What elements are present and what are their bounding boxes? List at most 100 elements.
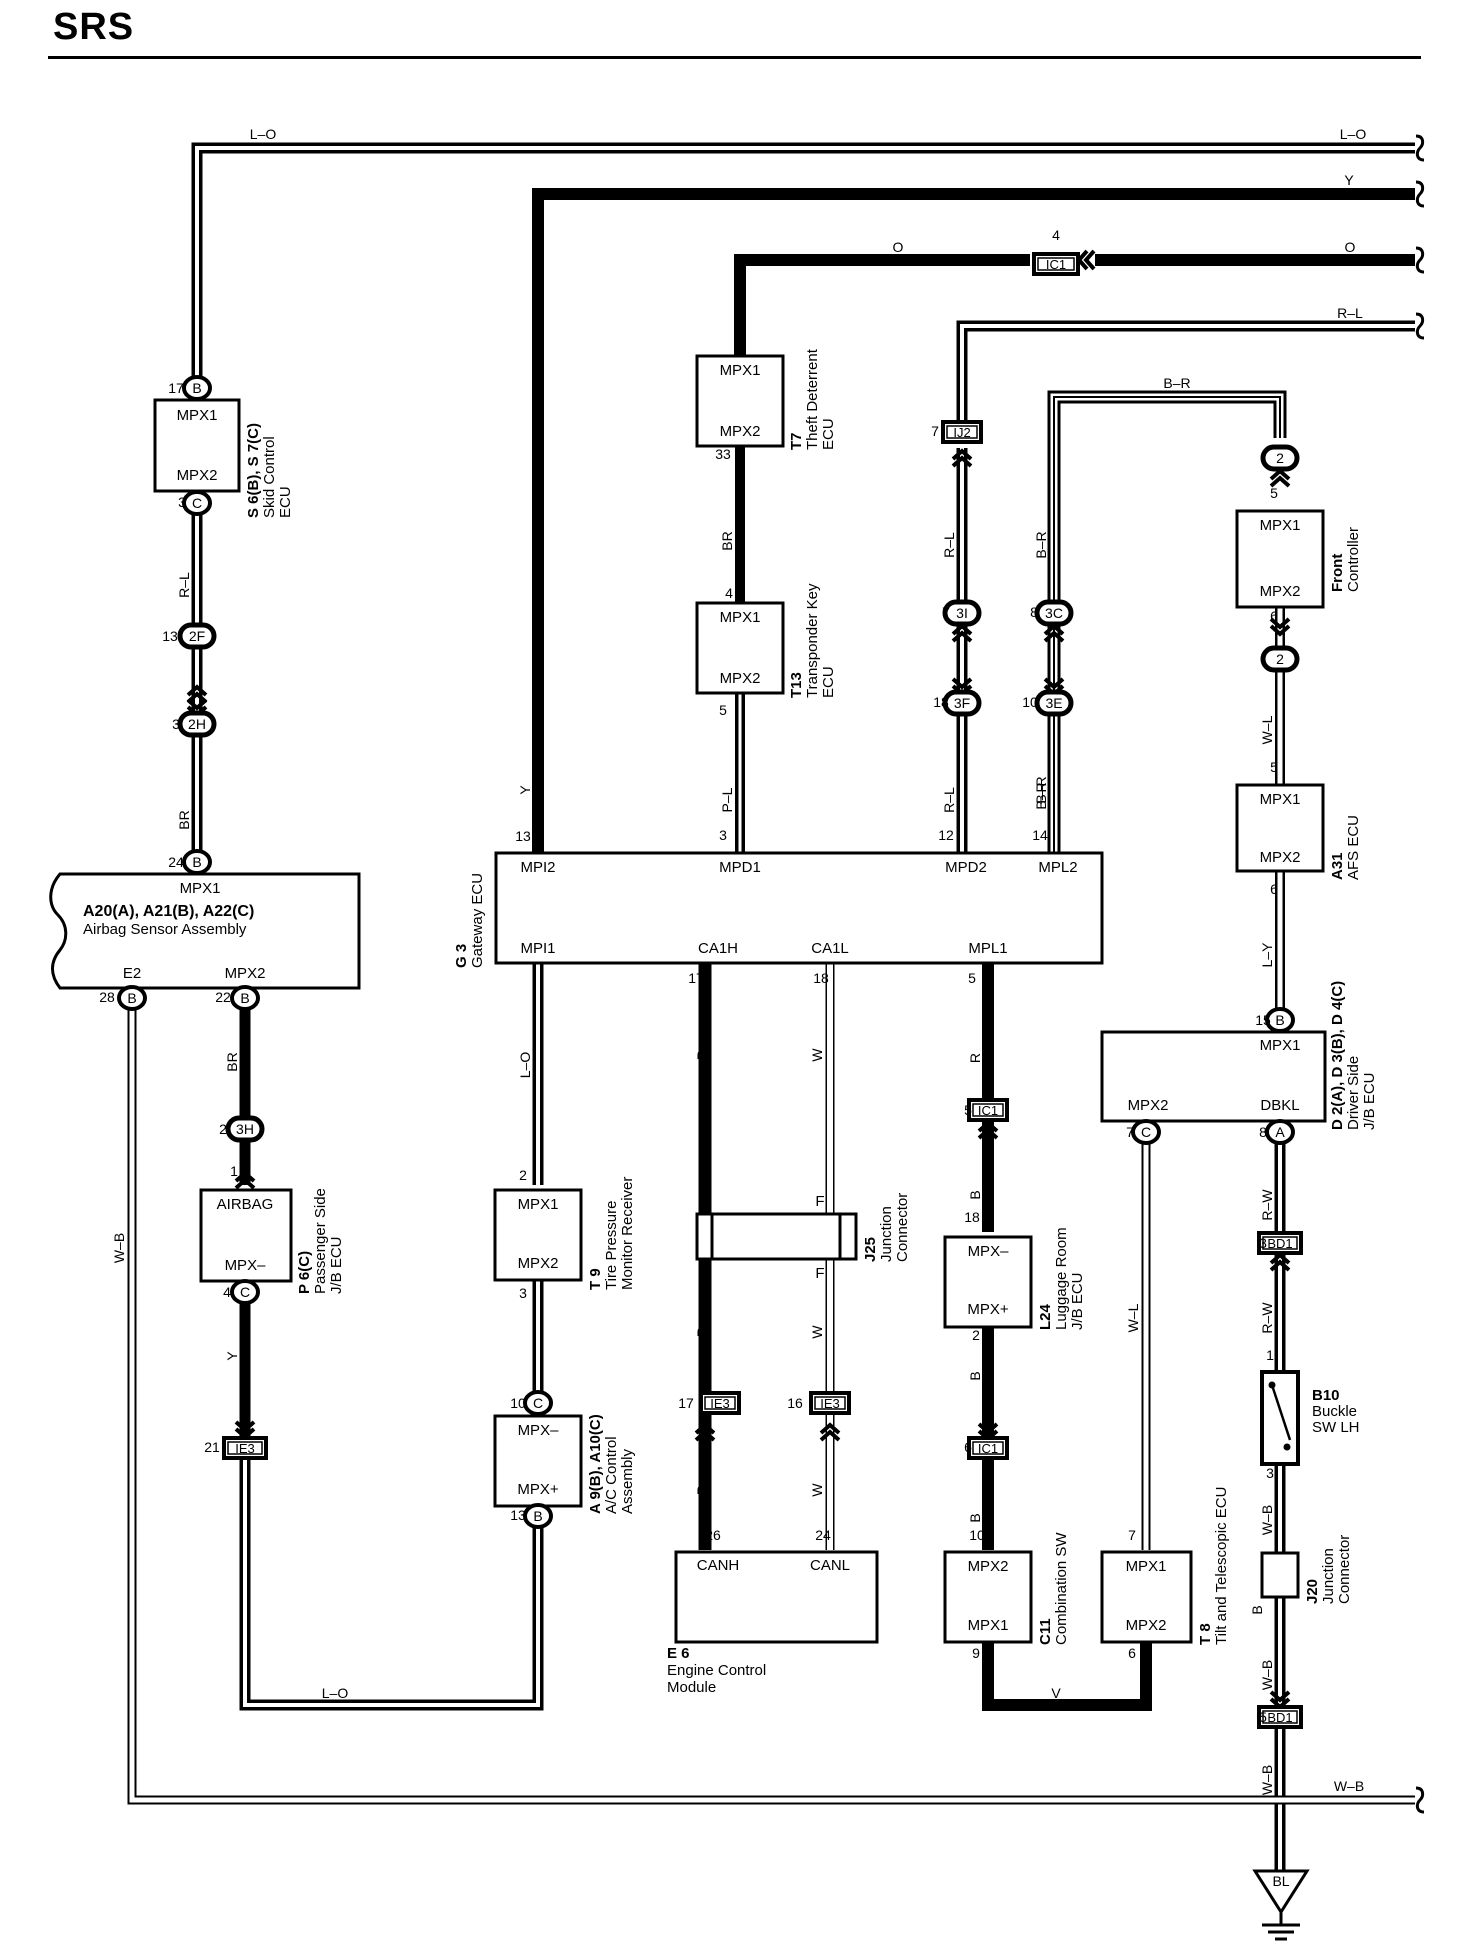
inline-connector: [942, 599, 982, 627]
component-label: Luggage Room: [1053, 1227, 1070, 1330]
wire-color-label: Y: [224, 1351, 240, 1361]
connector-label: 3E: [1045, 695, 1062, 711]
pin-number: 4: [223, 1284, 231, 1300]
ground-label: BL: [1272, 1873, 1289, 1889]
connector-label: 3I: [956, 605, 968, 621]
pin-number: 2: [972, 1327, 980, 1343]
component-label: Controller: [1345, 527, 1362, 592]
connector-label: IE3: [235, 1441, 255, 1456]
airbag-sensor-assembly: [49, 872, 361, 990]
wire-color-label: V: [1051, 1685, 1061, 1701]
connector-label: 2F: [189, 628, 205, 644]
wire-color-label: B: [967, 1513, 983, 1522]
pin-letter: C: [240, 1284, 250, 1300]
component-label: ECU: [277, 486, 294, 518]
wire-color-label: W: [809, 1048, 825, 1062]
pin-number: 3: [178, 494, 186, 510]
wire-color-label: W–L: [1125, 1303, 1141, 1332]
j25-junction-connector: [695, 1212, 858, 1261]
wire-color-label: L–O: [1340, 126, 1367, 142]
inline-connector: [809, 1391, 851, 1415]
wire-color-label: L–Y: [1259, 942, 1275, 968]
wire-color-label: W: [809, 1483, 825, 1497]
pin-number: 18: [813, 970, 829, 986]
terminal-label: AIRBAG: [217, 1196, 274, 1213]
pin-number: 26: [705, 1527, 721, 1543]
connector-label: 3C: [1045, 605, 1063, 621]
component-label: J/B ECU: [328, 1236, 345, 1294]
pin-number: 2: [219, 1121, 227, 1137]
transponder-key-ecu: [695, 601, 785, 695]
chevron-arrow: [1269, 617, 1291, 637]
pin-connector: [182, 849, 212, 875]
component-label: A 9(B), A10(C): [587, 1414, 604, 1514]
pin-number: 4: [1052, 227, 1060, 243]
wire-color-label: R–L: [1337, 305, 1363, 321]
terminal-label: F: [815, 1193, 824, 1210]
pin-number: 15: [1255, 1012, 1271, 1028]
terminal-label: MPI2: [520, 859, 555, 876]
inline-connector: [1260, 444, 1300, 472]
pin-number: 5: [964, 1102, 972, 1118]
component-label: Theft Deterrent: [804, 348, 821, 450]
chevron-arrow: [819, 1422, 841, 1442]
pin-number: 17: [678, 1395, 694, 1411]
wire-v: [982, 1640, 1152, 1711]
wire-color-label: BR: [224, 1052, 240, 1071]
pin-letter: C: [1141, 1124, 1151, 1140]
inline-connector: [1034, 599, 1074, 627]
component-label: Driver Side: [1345, 1056, 1362, 1130]
terminal-label: MPX1: [720, 609, 761, 626]
wire-o-theft: [734, 254, 1030, 355]
wire-color-label: R–L: [176, 572, 192, 598]
page-header: SRS: [0, 0, 1472, 64]
wire-color-label: L–O: [250, 126, 277, 142]
ground-bl: [1252, 1869, 1310, 1941]
pin-number: 2: [519, 1167, 527, 1183]
wire-color-label: B–R: [1163, 375, 1190, 391]
chevron-arrow: [1269, 468, 1291, 488]
terminal-label: CANH: [697, 1557, 740, 1574]
pin-number: 18: [964, 1209, 980, 1225]
j20-junction-connector: [1260, 1551, 1300, 1599]
engine-control-module: [674, 1550, 879, 1644]
pin-number: 4: [725, 585, 733, 601]
pin-letter: B: [192, 380, 201, 396]
combination-sw: [943, 1550, 1033, 1644]
terminal-label: MPX1: [177, 407, 218, 424]
component-label: Gateway ECU: [469, 873, 486, 968]
pin-number: 5: [1270, 759, 1278, 775]
connector-label: BD1: [1267, 1710, 1292, 1725]
inline-connector: [1260, 645, 1300, 673]
pin-number: 3: [1266, 1465, 1274, 1481]
terminal-label: MPX+: [517, 1481, 559, 1498]
terminal-label: MPX2: [1128, 1097, 1169, 1114]
component-label: G 3: [453, 944, 470, 968]
wire-rl-top: [956, 320, 1415, 420]
pin-number: 7: [1126, 1124, 1134, 1140]
pin-number: 22: [215, 989, 231, 1005]
pin-number: 6: [964, 1439, 972, 1455]
wire-color-label: BR: [176, 810, 192, 829]
component-label: A20(A), A21(B), A22(C): [83, 903, 254, 920]
terminal-label: MPX2: [1126, 1617, 1167, 1634]
pin-letter: B: [533, 1508, 542, 1524]
pin-letter: C: [192, 495, 202, 511]
pin-number: 6: [1128, 1645, 1136, 1661]
pin-connector: [523, 1390, 553, 1416]
terminal-label: MPX+: [967, 1301, 1009, 1318]
component-label: Passenger Side: [312, 1188, 329, 1294]
component-label: Assembly: [619, 1448, 636, 1514]
pin-number: 10: [510, 1395, 526, 1411]
component-label: J/B ECU: [1361, 1072, 1378, 1130]
pin-number: 3: [172, 716, 180, 732]
component-label: J/B ECU: [1069, 1272, 1086, 1330]
wire-color-label: P–L: [719, 787, 735, 812]
pin-number: 3: [519, 1285, 527, 1301]
inline-connector: [225, 1115, 265, 1143]
component-label: T7: [788, 432, 805, 450]
wire-color-label: R: [694, 1050, 710, 1060]
wire-color-label: W–B: [1334, 1778, 1364, 1794]
